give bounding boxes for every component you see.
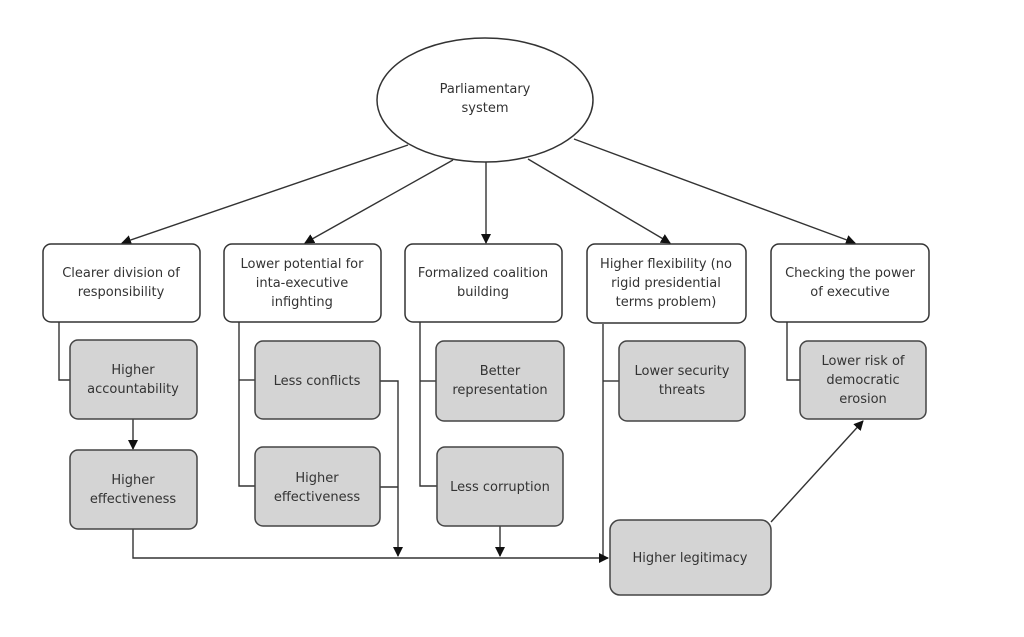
category-text: Formalized coalition building bbox=[418, 266, 548, 300]
category-node-coalition: Formalized coalition building bbox=[404, 243, 563, 323]
outcome-node-legitimacy: Higher legitimacy bbox=[609, 519, 772, 596]
text-line: infighting bbox=[271, 295, 333, 310]
edge-coalition-branch bbox=[419, 322, 437, 487]
text-line: Clearer division of bbox=[62, 266, 180, 281]
edge-root-checking bbox=[573, 138, 856, 245]
edge-checking-erosion bbox=[786, 322, 800, 381]
text-line: Higher legitimacy bbox=[632, 551, 747, 566]
text-line: Formalized coalition bbox=[418, 266, 548, 281]
text-line: democratic bbox=[826, 373, 899, 388]
text-line: effectiveness bbox=[90, 492, 177, 507]
edge-conflicts-down bbox=[380, 380, 403, 557]
outcome-text: Higher legitimacy bbox=[632, 551, 747, 566]
text-line: accountability bbox=[87, 382, 179, 397]
category-node-flexibility: Higher flexibility (no rigid presidential… bbox=[586, 243, 747, 324]
text-line: inta-executive bbox=[256, 276, 348, 291]
edge-root-flexibility bbox=[527, 158, 671, 244]
text-line: Parliamentary bbox=[440, 82, 531, 97]
outcome-node-effectiveness-2: Higher effectiveness bbox=[254, 446, 381, 527]
edge-bottom-bus bbox=[132, 529, 609, 563]
text-line: representation bbox=[452, 383, 547, 398]
outcome-text: Less corruption bbox=[450, 480, 550, 495]
outcome-text: Lower risk of democratic erosion bbox=[822, 354, 905, 407]
text-line: system bbox=[462, 101, 509, 116]
text-line: Less conflicts bbox=[274, 374, 361, 389]
text-line: erosion bbox=[839, 392, 887, 407]
category-node-checking: Checking the power of executive bbox=[770, 243, 930, 323]
edge-legitimacy-erosion bbox=[770, 420, 864, 523]
outcome-node-less-conflicts: Less conflicts bbox=[254, 340, 381, 420]
text-line: of executive bbox=[810, 285, 890, 300]
root-node: Parliamentary system bbox=[376, 37, 594, 163]
outcome-text: Higher accountability bbox=[87, 363, 179, 397]
outcome-node-less-corruption: Less corruption bbox=[436, 446, 564, 527]
category-text: Clearer division of responsibility bbox=[62, 266, 180, 300]
category-text: Higher flexibility (no rigid presidential… bbox=[600, 257, 732, 310]
text-line: building bbox=[457, 285, 509, 300]
root-node-text: Parliamentary system bbox=[440, 82, 531, 116]
outcome-text: Better representation bbox=[452, 364, 547, 398]
edges-root bbox=[121, 138, 856, 245]
outcome-node-effectiveness-1: Higher effectiveness bbox=[69, 449, 198, 530]
edge-responsibility-accountability bbox=[58, 322, 70, 381]
text-line: Higher flexibility (no bbox=[600, 257, 732, 272]
text-line: Lower security bbox=[635, 364, 730, 379]
text-line: responsibility bbox=[78, 285, 165, 300]
text-line: Less corruption bbox=[450, 480, 550, 495]
outcome-node-erosion: Lower risk of democratic erosion bbox=[799, 340, 927, 420]
text-line: Higher bbox=[295, 471, 339, 486]
text-line: Higher bbox=[111, 363, 155, 378]
text-line: threats bbox=[659, 383, 705, 398]
outcome-text: Lower security threats bbox=[635, 364, 730, 398]
category-node-infighting: Lower potential for inta-executive infight… bbox=[223, 243, 382, 323]
text-line: Higher bbox=[111, 473, 155, 488]
text-line: effectiveness bbox=[274, 490, 361, 505]
text-line: Lower potential for bbox=[241, 257, 365, 272]
outcome-text: Higher effectiveness bbox=[90, 473, 177, 507]
outcome-text: Higher effectiveness bbox=[274, 471, 361, 505]
edges-outcomes bbox=[58, 322, 864, 563]
category-text: Checking the power of executive bbox=[785, 266, 916, 300]
category-node-responsibility: Clearer division of responsibility bbox=[42, 243, 201, 323]
text-line: rigid presidential bbox=[611, 276, 721, 291]
category-text: Lower potential for inta-executive infight… bbox=[241, 257, 365, 310]
text-line: Better bbox=[480, 364, 521, 379]
text-line: Lower risk of bbox=[822, 354, 905, 369]
edge-root-responsibility bbox=[121, 144, 409, 245]
outcome-node-accountability: Higher accountability bbox=[69, 339, 198, 420]
text-line: Checking the power bbox=[785, 266, 916, 281]
outcome-text: Less conflicts bbox=[274, 374, 361, 389]
text-line: terms problem) bbox=[616, 295, 717, 310]
outcome-node-representation: Better representation bbox=[435, 340, 565, 422]
edge-infighting-branch bbox=[238, 322, 255, 487]
edge-root-infighting bbox=[304, 159, 454, 244]
outcome-node-security: Lower security threats bbox=[618, 340, 746, 422]
